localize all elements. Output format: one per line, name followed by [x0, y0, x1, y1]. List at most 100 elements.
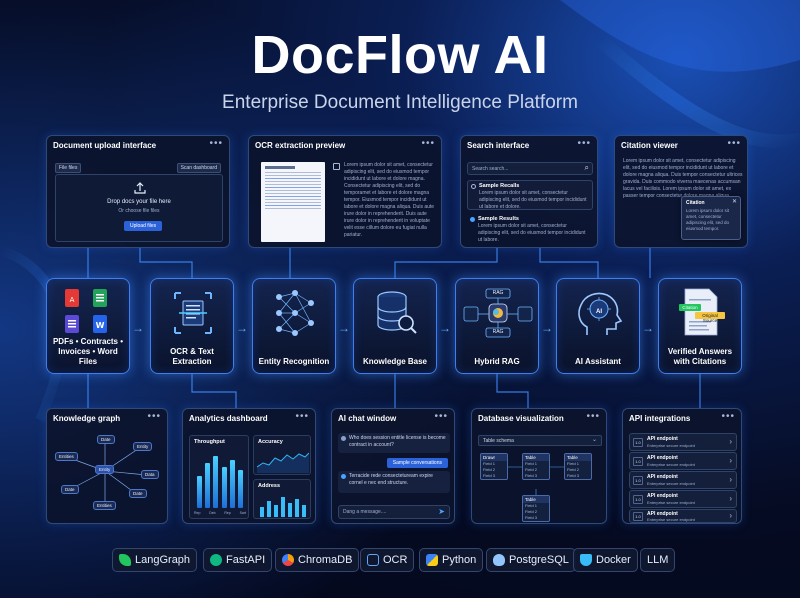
chip-label: OCR: [383, 554, 408, 566]
chat-input[interactable]: Dang a message.... ➤: [338, 505, 450, 519]
upload-icon: [134, 182, 146, 194]
bar-label: Deb: [209, 511, 216, 515]
db-field: Field 1: [525, 461, 538, 466]
tech-chip-postgresql: PostgreSQL: [486, 548, 576, 572]
result-icon: [471, 184, 476, 189]
citation-popup[interactable]: Citation ✕ Lorem ipsum dolor sit amet, c…: [681, 196, 741, 240]
flow-label: Hybrid RAG: [474, 357, 520, 366]
search-input[interactable]: Search search... ⌕: [467, 162, 593, 175]
rag-tag: RAG: [492, 329, 504, 335]
close-icon[interactable]: ✕: [731, 199, 737, 205]
scan-dashboard-button[interactable]: Scan dashboard: [176, 163, 221, 173]
bar-label: Sart: [239, 511, 246, 515]
api-endpoint-row[interactable]: 1.0 API endpoint Enterprise secure endpo…: [629, 471, 737, 489]
db-field: Field 1: [525, 503, 538, 508]
python-icon: [426, 554, 438, 566]
panel-title: AI chat window: [338, 414, 397, 423]
more-icon[interactable]: •••: [586, 411, 600, 422]
table-schema-select[interactable]: Table schema ⌄: [478, 435, 602, 446]
db-table-name: Table: [523, 496, 549, 503]
db-field: Field 3: [525, 473, 538, 478]
hybrid-rag-icon: RAG RAG: [456, 285, 538, 339]
chat-input-placeholder: Dang a message....: [343, 509, 387, 515]
document-upload-panel: Document upload interface ••• File files…: [46, 135, 230, 248]
flow-node-documents[interactable]: A W PDFs • Contracts • Invoices • Word F…: [46, 278, 130, 374]
citation-popup-text: Lorem ipsum dolor sit amet, consectetur …: [686, 208, 730, 231]
address-label: Address: [258, 483, 281, 489]
more-icon[interactable]: •••: [209, 138, 223, 149]
graph-node[interactable]: Data: [141, 470, 159, 479]
chevron-right-icon: ›: [729, 437, 732, 446]
result-text: Lorem ipsum dolor sit amet, consectetur …: [478, 223, 586, 243]
more-icon[interactable]: •••: [434, 411, 448, 422]
result-title: Sample Results: [478, 216, 519, 222]
throughput-bars: [194, 450, 246, 508]
tech-chip-docker: Docker: [573, 548, 638, 572]
db-field: Field 3: [483, 473, 496, 478]
api-endpoint-row[interactable]: 1.0 API endpoint Enterprise secure endpo…: [629, 490, 737, 508]
more-icon[interactable]: •••: [421, 138, 435, 149]
panel-title: Database visualization: [478, 414, 564, 423]
flow-node-hybrid-rag[interactable]: RAG RAG Hybrid RAG: [455, 278, 539, 374]
drop-zone[interactable]: Drop docs your file here Or choose file …: [55, 174, 223, 242]
more-icon[interactable]: •••: [727, 138, 741, 149]
db-field: Field 1: [567, 461, 580, 466]
flow-node-verified-answers[interactable]: Citation Original Source Verified Answer…: [658, 278, 742, 374]
api-desc: Enterprise secure endpoint: [647, 500, 695, 505]
flow-node-ai-assistant[interactable]: AI AI Assistant: [556, 278, 640, 374]
flow-node-knowledge-base[interactable]: Knowledge Base: [353, 278, 437, 374]
search-icon: ⌕: [584, 163, 589, 172]
db-table[interactable]: Drawr Field 1 Field 2 Field 3: [480, 453, 508, 480]
db-table[interactable]: Table Field 1 Field 2 Field 3: [522, 453, 550, 480]
file-files-button[interactable]: File files: [55, 163, 82, 173]
graph-node[interactable]: Entities: [93, 501, 116, 510]
flow-node-ocr[interactable]: OCR & Text Extraction: [150, 278, 234, 374]
graph-node-center[interactable]: Entity: [95, 465, 115, 474]
search-result[interactable]: Sample Recalls Lorem ipsum dolor sit ame…: [467, 180, 593, 210]
sample-conversations-button[interactable]: Sample conversations: [386, 458, 448, 468]
upload-files-button[interactable]: Upload files: [124, 221, 163, 231]
copy-icon[interactable]: [333, 163, 340, 170]
db-table-name: Table: [565, 454, 591, 461]
chip-label: LangGraph: [135, 554, 191, 566]
langgraph-icon: [119, 554, 131, 566]
more-icon[interactable]: •••: [577, 138, 591, 149]
verified-document-icon: Citation Original Source: [659, 285, 741, 339]
api-endpoint-row[interactable]: 1.0 API endpoint Enterprise secure endpo…: [629, 433, 737, 451]
panel-title: Search interface: [467, 141, 530, 150]
user-message-text: Who does session entitle license is beco…: [349, 435, 446, 448]
chevron-right-icon: ›: [729, 511, 732, 520]
svg-text:W: W: [96, 321, 105, 330]
flow-label: Entity Recognition: [258, 357, 330, 366]
search-placeholder: Search search...: [472, 166, 509, 172]
arrow-icon: →: [338, 321, 350, 335]
db-table[interactable]: Table Field 1 Field 2 Field 3: [522, 495, 550, 522]
graph-node[interactable]: Date: [97, 435, 115, 444]
analytics-dashboard-panel: Analytics dashboard ••• Throughput Rep D…: [182, 408, 316, 524]
user-message: Who does session entitle license is beco…: [338, 433, 450, 453]
api-endpoint-row[interactable]: 1.0 API endpoint Enterprise secure endpo…: [629, 509, 737, 523]
send-icon[interactable]: ➤: [438, 507, 445, 516]
bar-label: Rep: [194, 511, 201, 515]
arrow-icon: →: [642, 321, 654, 335]
more-icon[interactable]: •••: [295, 411, 309, 422]
api-name: API endpoint: [647, 493, 678, 499]
flow-node-entity[interactable]: Entity Recognition: [252, 278, 336, 374]
search-result[interactable]: Sample Results Lorem ipsum dolor sit ame…: [467, 214, 593, 244]
api-version-badge: 1.0: [633, 476, 643, 485]
db-table[interactable]: Table Field 1 Field 2 Field 3: [564, 453, 592, 480]
more-icon[interactable]: •••: [147, 411, 161, 422]
more-icon[interactable]: •••: [721, 411, 735, 422]
graph-node[interactable]: Date: [61, 485, 79, 494]
flow-label: PDFs • Contracts • Invoices • Word Files: [52, 337, 124, 366]
graph-node[interactable]: Date: [129, 489, 147, 498]
bar-labels: Rep Deb Rep Sart: [194, 511, 246, 515]
graph-node[interactable]: Entity: [133, 442, 153, 451]
ai-head-icon: AI: [557, 285, 639, 339]
graph-node[interactable]: Entities: [55, 452, 78, 461]
ai-tag: AI: [596, 309, 602, 315]
flow-label: OCR & Text Extraction: [170, 347, 214, 366]
api-endpoint-row[interactable]: 1.0 API endpoint Enterprise secure endpo…: [629, 452, 737, 470]
choose-text: Or choose file files: [118, 208, 160, 214]
table-relations: [508, 466, 564, 495]
